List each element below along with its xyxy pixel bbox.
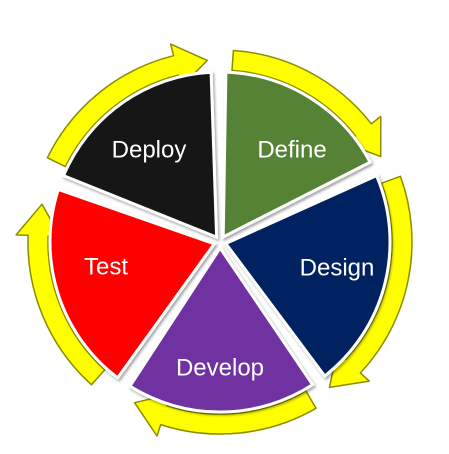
segment-design	[223, 173, 392, 379]
label-develop: Develop	[176, 354, 264, 381]
segment-test	[48, 187, 217, 380]
label-define: Define	[257, 136, 326, 163]
segment-define	[221, 70, 373, 240]
label-test: Test	[84, 253, 128, 280]
segment-labels: Define Design Develop Test Deploy	[84, 136, 374, 381]
segments	[48, 70, 392, 414]
segment-deploy	[61, 70, 219, 240]
arrow-deploy-to-define	[46, 43, 209, 168]
label-design: Design	[300, 254, 375, 281]
segment-develop	[127, 245, 315, 414]
arrow-test-to-deploy	[15, 203, 106, 386]
label-deploy: Deploy	[112, 136, 187, 163]
